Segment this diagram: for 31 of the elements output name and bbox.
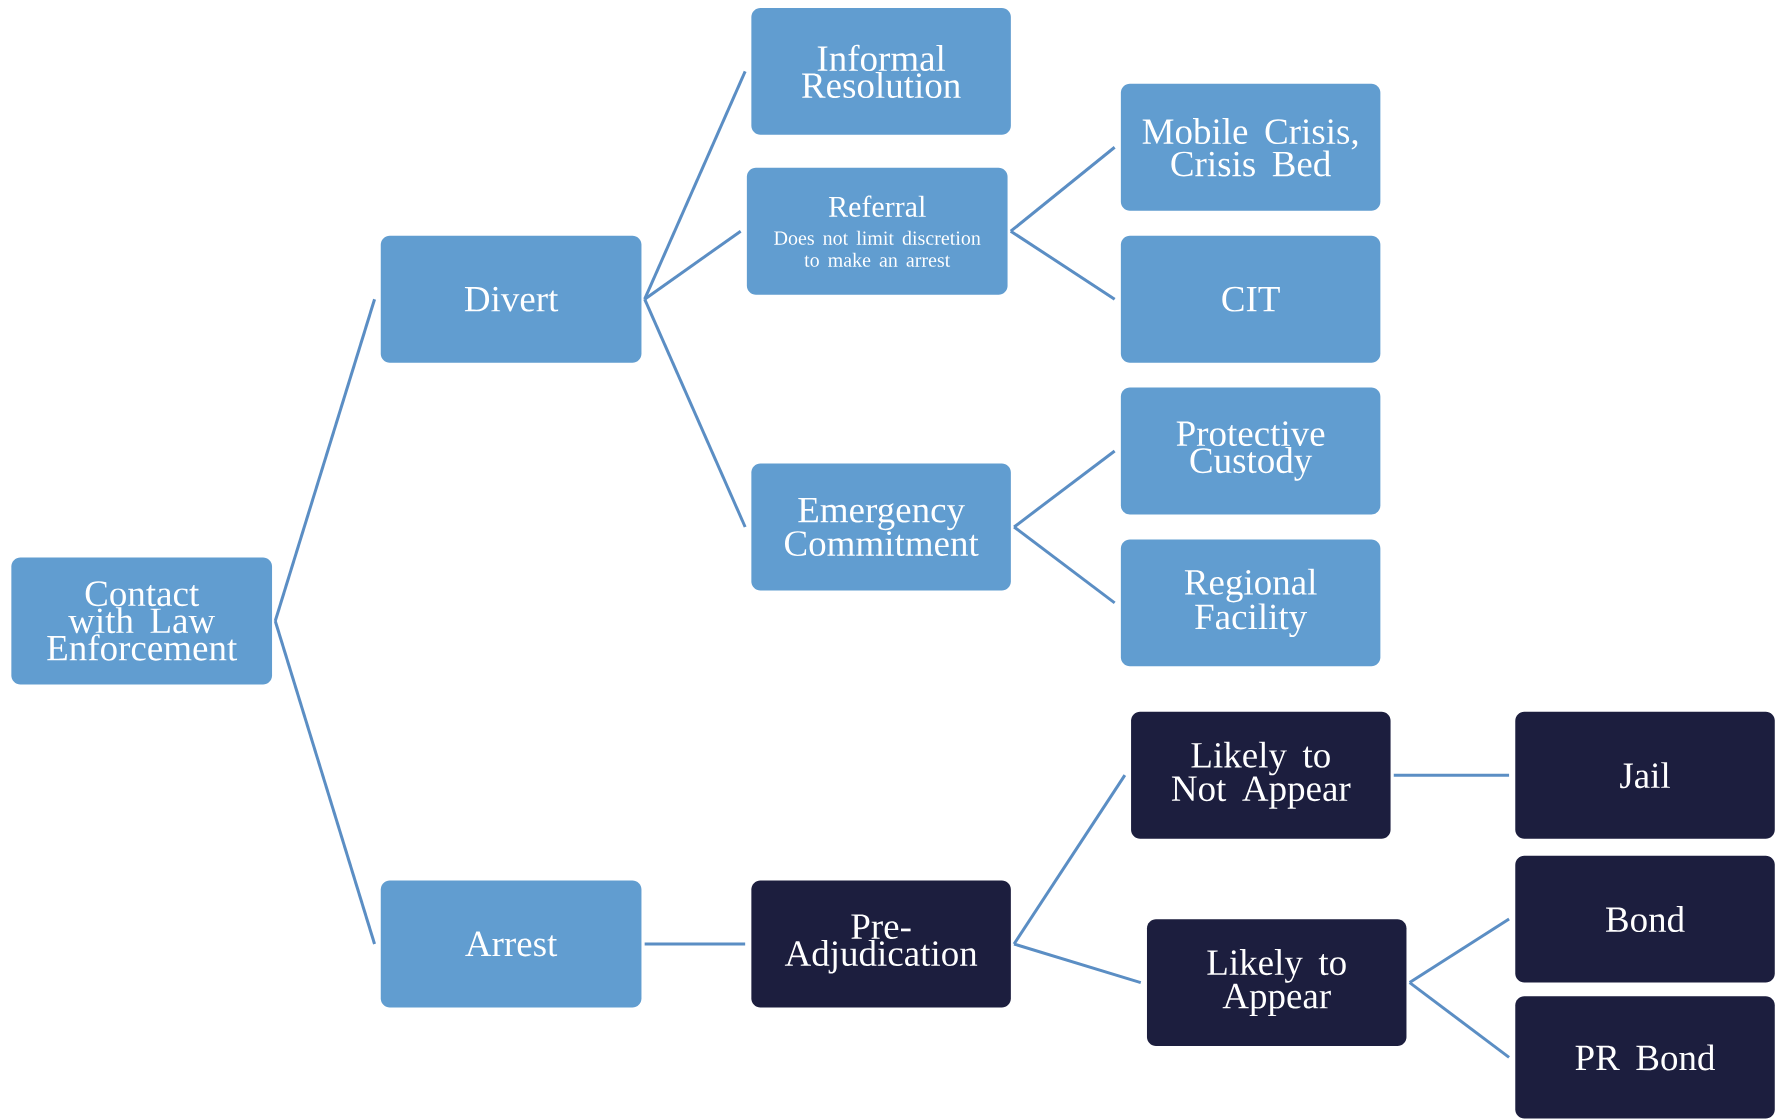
process-box: Mobile Crisis, Crisis Bed — [1120, 83, 1381, 211]
process-box: Emergency Commitment — [751, 463, 1011, 591]
process-box: Protective Custody — [1120, 387, 1381, 515]
process-box: Regional Facility — [1120, 539, 1381, 667]
process-box: Likely to Not Appear — [1131, 711, 1391, 839]
process-box: Pre-Adjudication — [751, 880, 1011, 1008]
connector-line — [1013, 525, 1116, 605]
connector-line — [1408, 981, 1510, 1059]
connector-line — [1009, 229, 1116, 301]
connector-line — [643, 298, 747, 528]
process-box: CIT — [1120, 235, 1381, 363]
connector-line — [273, 298, 376, 622]
connector-line — [644, 942, 746, 946]
connector-line — [1012, 774, 1127, 945]
connector-line — [1408, 917, 1510, 984]
process-box: Contact with Law Enforcement — [11, 557, 273, 685]
process-box: Likely to Appear — [1146, 919, 1407, 1047]
process-box: Arrest — [380, 880, 642, 1008]
process-box: Jail — [1515, 711, 1775, 839]
connector-line — [273, 620, 376, 945]
process-box: PR Bond — [1515, 996, 1775, 1119]
process-box: Informal Resolution — [751, 7, 1011, 135]
process-box: Bond — [1515, 855, 1775, 983]
connector-line — [1393, 773, 1510, 777]
connector-line — [1013, 942, 1142, 985]
process-box: Referral Does not limit discretion to make an arrest — [746, 167, 1008, 295]
connector-line — [643, 70, 747, 300]
connector-line — [643, 229, 742, 301]
connector-line — [1009, 146, 1116, 233]
process-box: Divert — [380, 235, 642, 363]
connector-line — [1013, 449, 1116, 529]
